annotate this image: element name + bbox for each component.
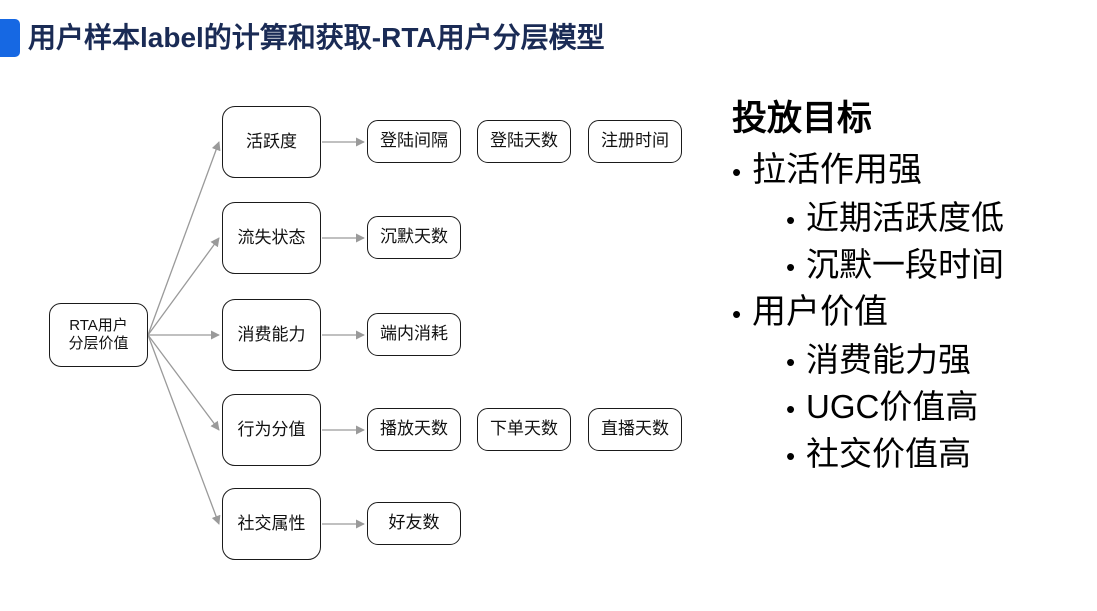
- node-root-line1: RTA用户: [69, 317, 128, 335]
- edge-root-to-liushi: [147, 237, 220, 336]
- node-leaf-login-interval[interactable]: 登陆间隔: [367, 120, 461, 163]
- objectives-heading: 投放目标: [732, 99, 873, 138]
- objective-group-2-item-1-label: 消费能力强: [806, 341, 971, 378]
- bullet-dot-icon: •: [786, 252, 796, 282]
- node-leaf-silent-days[interactable]: 沉默天数: [367, 216, 461, 259]
- bullet-dot-icon: •: [732, 299, 742, 329]
- bullet-dot-icon: •: [732, 157, 742, 187]
- node-root-line2: 分层价值: [68, 335, 129, 352]
- edge-root-to-huoyuedu: [147, 141, 221, 336]
- objective-group-2-item-2: • UGC价值高: [786, 383, 1084, 430]
- title-accent-bar: [0, 19, 20, 57]
- page-title: 用户样本label的计算和获取-RTA用户分层模型: [28, 22, 605, 53]
- node-category-spending[interactable]: 消费能力: [222, 299, 321, 371]
- bullet-dot-icon: •: [786, 205, 796, 235]
- objective-group-1-item-1: • 近期活跃度低: [786, 194, 1084, 241]
- node-category-social[interactable]: 社交属性: [222, 488, 321, 560]
- objective-group-1-item-1-label: 近期活跃度低: [806, 199, 1004, 236]
- node-root-rta-value[interactable]: RTA用户 分层价值: [49, 303, 148, 367]
- edge-root-to-xingwei: [147, 334, 220, 431]
- edge-root-to-shejiao: [147, 334, 221, 525]
- objective-group-2-label: 用户价值: [752, 293, 888, 331]
- node-leaf-order-days[interactable]: 下单天数: [477, 408, 571, 451]
- node-leaf-play-days[interactable]: 播放天数: [367, 408, 461, 451]
- objective-group-2-item-2-label: UGC价值高: [806, 388, 979, 425]
- objective-group-1: • 拉活作用强: [732, 146, 1084, 194]
- bullet-dot-icon: •: [786, 441, 796, 471]
- node-leaf-login-days[interactable]: 登陆天数: [477, 120, 571, 163]
- bullet-dot-icon: •: [786, 394, 796, 424]
- node-category-churn[interactable]: 流失状态: [222, 202, 321, 274]
- objective-group-2-item-3: • 社交价值高: [786, 430, 1084, 477]
- node-leaf-register-time[interactable]: 注册时间: [588, 120, 682, 163]
- objective-group-1-label: 拉活作用强: [752, 151, 922, 189]
- objective-group-1-item-2-label: 沉默一段时间: [806, 246, 1004, 283]
- rta-layer-model-diagram: RTA用户 分层价值 活跃度 流失状态 消费能力 行为分值 社交属性 登陆间隔 …: [0, 80, 710, 590]
- objective-group-1-item-2: • 沉默一段时间: [786, 241, 1084, 288]
- objectives-panel: 投放目标 • 拉活作用强 • 近期活跃度低 • 沉默一段时间 • 用户价值 • …: [724, 96, 1084, 477]
- objective-group-2: • 用户价值: [732, 288, 1084, 336]
- node-category-activity[interactable]: 活跃度: [222, 106, 321, 178]
- bullet-dot-icon: •: [786, 347, 796, 377]
- slide-title-bar: 用户样本label的计算和获取-RTA用户分层模型: [0, 16, 720, 64]
- objective-group-2-item-1: • 消费能力强: [786, 336, 1084, 383]
- node-leaf-friend-count[interactable]: 好友数: [367, 502, 461, 545]
- node-leaf-livestream-days[interactable]: 直播天数: [588, 408, 682, 451]
- objective-group-2-item-3-label: 社交价值高: [806, 435, 971, 472]
- diagram-connectors: [147, 137, 365, 529]
- node-category-behavior[interactable]: 行为分值: [222, 394, 321, 466]
- node-leaf-in-app-consumption[interactable]: 端内消耗: [367, 313, 461, 356]
